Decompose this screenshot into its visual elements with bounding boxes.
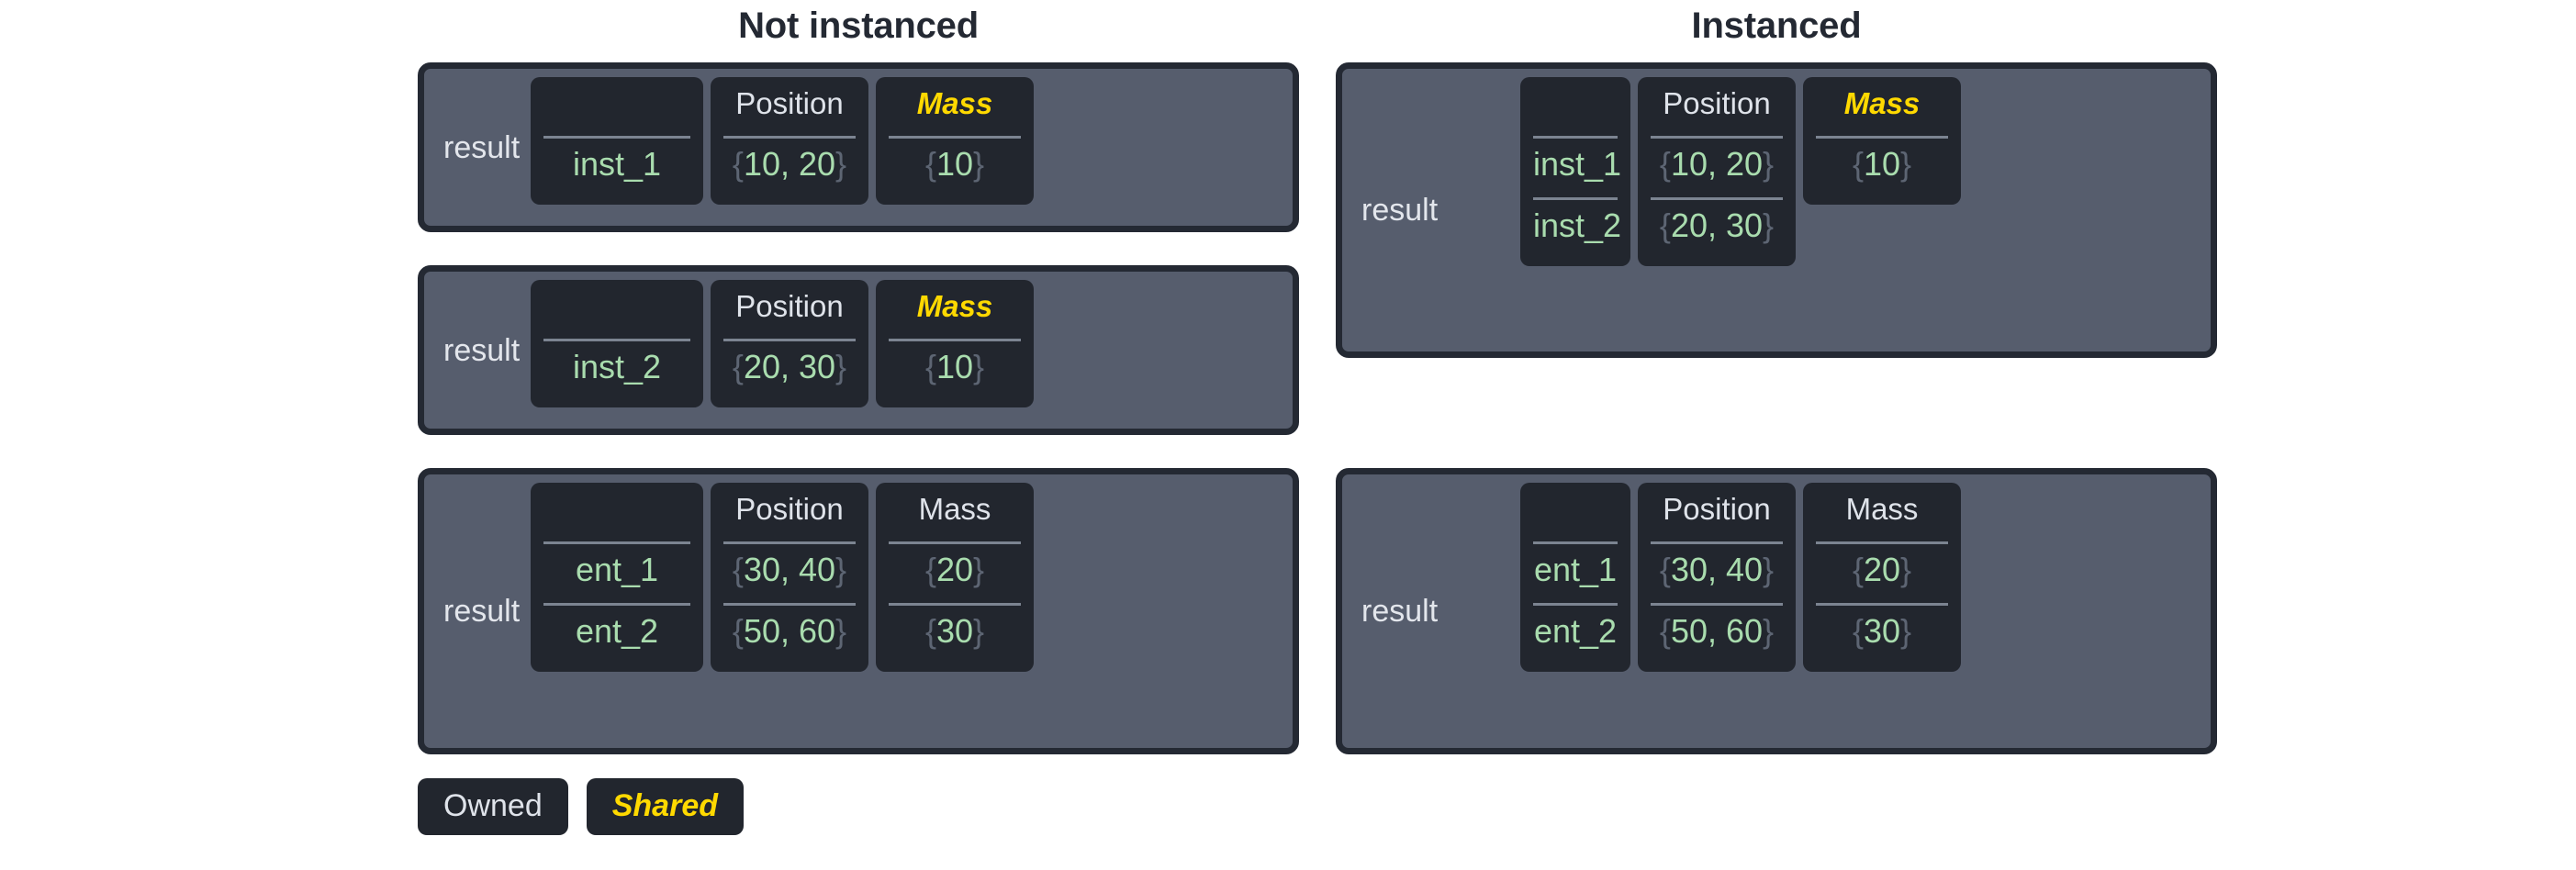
legend-chip-owned: Owned (418, 778, 568, 835)
column-name: ent_1 ent_2 (1520, 483, 1630, 672)
column-mass: Mass {20} {30} (876, 483, 1034, 672)
column-header-position: Position (1663, 86, 1771, 120)
cell-position: {50, 60} (723, 603, 856, 664)
table-label: result (1361, 193, 1439, 228)
column-group: ent_1 ent_2 Position {30, 40} {50, 60} M… (1520, 483, 1961, 672)
column-group: ent_1 ent_2 Position {30, 40} {50, 60} M… (531, 483, 1034, 672)
column-header-name (1533, 77, 1618, 136)
table-not-instanced-3: result ent_1 ent_2 Position {30, 40} {50… (418, 468, 1299, 754)
column-position: Position {30, 40} {50, 60} (711, 483, 868, 672)
section-title-not-instanced: Not instanced (738, 6, 979, 46)
cell-mass: {10} (889, 136, 1021, 197)
cell-position: {10, 20} (723, 136, 856, 197)
cell-position: {20, 30} (1651, 197, 1783, 259)
cell-name: inst_2 (543, 339, 690, 400)
section-title-instanced: Instanced (1691, 6, 1862, 46)
table-instanced-1: result inst_1 inst_2 Position {10, 20} {… (1336, 62, 2217, 358)
column-group: inst_1 Position {10, 20} Mass {10} (531, 77, 1034, 205)
cell-mass: {20} (889, 541, 1021, 603)
cell-name: inst_1 (1533, 136, 1621, 197)
legend-chip-shared: Shared (586, 778, 744, 835)
cell-position: {10, 20} (1651, 136, 1783, 197)
column-header-mass: Mass (918, 492, 991, 526)
column-position: Position {20, 30} (711, 280, 868, 407)
column-name: inst_1 (531, 77, 703, 205)
column-mass-shared: Mass {10} (1803, 77, 1961, 205)
cell-name: ent_2 (1533, 603, 1618, 664)
column-position: Position {10, 20} (711, 77, 868, 205)
cell-position: {30, 40} (1651, 541, 1783, 603)
column-name: inst_1 inst_2 (1520, 77, 1630, 266)
column-header-name (543, 280, 690, 339)
cell-position: {50, 60} (1651, 603, 1783, 664)
table-instanced-2: result ent_1 ent_2 Position {30, 40} {50… (1336, 468, 2217, 754)
column-header-mass: Mass (916, 86, 993, 120)
column-header-position: Position (735, 289, 844, 323)
column-header-mass: Mass (916, 289, 993, 323)
legend: Owned Shared (418, 778, 744, 835)
cell-mass: {30} (889, 603, 1021, 664)
cell-name: ent_1 (543, 541, 690, 603)
table-label: result (443, 129, 521, 165)
column-header-name (1533, 483, 1618, 541)
column-position: Position {10, 20} {20, 30} (1638, 77, 1796, 266)
column-header-position: Position (735, 86, 844, 120)
column-header-name (543, 483, 690, 541)
column-header-mass: Mass (1845, 492, 1919, 526)
cell-name: ent_2 (543, 603, 690, 664)
column-mass: Mass {20} {30} (1803, 483, 1961, 672)
cell-mass: {10} (1816, 136, 1948, 197)
cell-position: {30, 40} (723, 541, 856, 603)
column-mass: Mass {10} (876, 77, 1034, 205)
table-not-instanced-2: result inst_2 Position {20, 30} Mass {10… (418, 265, 1299, 435)
column-name: inst_2 (531, 280, 703, 407)
cell-mass: {20} (1816, 541, 1948, 603)
column-group: inst_2 Position {20, 30} Mass {10} (531, 280, 1034, 407)
cell-position: {20, 30} (723, 339, 856, 400)
column-mass: Mass {10} (876, 280, 1034, 407)
column-position: Position {30, 40} {50, 60} (1638, 483, 1796, 672)
cell-name: inst_2 (1533, 197, 1621, 259)
table-label: result (1361, 594, 1439, 629)
column-header-mass: Mass (1843, 86, 1921, 120)
table-label: result (443, 332, 521, 368)
column-header-position: Position (735, 492, 844, 526)
cell-name: ent_1 (1533, 541, 1618, 603)
cell-mass: {10} (889, 339, 1021, 400)
table-label: result (443, 594, 521, 629)
cell-name: inst_1 (543, 136, 690, 197)
column-name: ent_1 ent_2 (531, 483, 703, 672)
table-not-instanced-1: result inst_1 Position {10, 20} Mass {10… (418, 62, 1299, 232)
cell-mass: {30} (1816, 603, 1948, 664)
column-header-position: Position (1663, 492, 1771, 526)
column-group: inst_1 inst_2 Position {10, 20} {20, 30}… (1520, 77, 1961, 266)
column-header-name (543, 77, 690, 136)
